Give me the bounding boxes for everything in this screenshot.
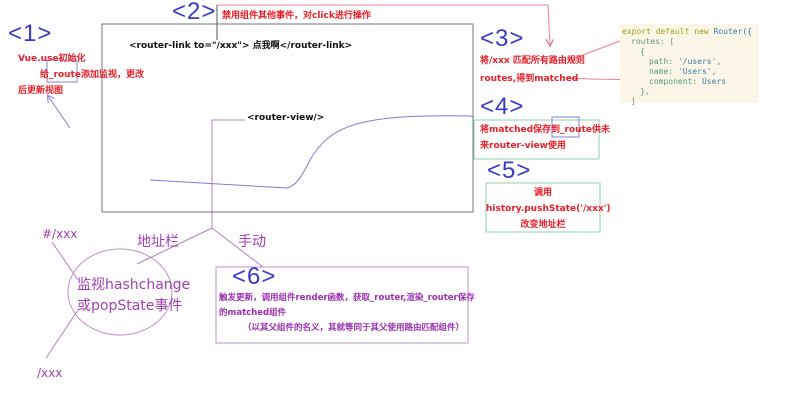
step4-line1: 将matched保存到_route供未 [480,125,610,135]
step4-route-highlight [551,116,580,138]
step1-line3: 后更新视图 [18,86,64,96]
step5-box [485,182,601,233]
step3-arrow-routes [574,38,628,59]
update-curve [149,115,475,189]
step6-box [215,266,469,344]
component-box [101,23,474,213]
update-arrow [48,96,71,129]
step1-label: <1> [8,20,53,47]
step1-text: Vue.use初始化 给_route添加监视，更改 后更新视图 [18,51,144,99]
step4-box [473,119,600,160]
step4-label: <4> [480,93,525,120]
step4-text: 将matched保存到_route供未 来router-view使用 [480,122,610,154]
branch-address-bar [136,227,213,265]
step3-text: 将/xxx 匹配所有路由规则 routes,得到matched [480,53,585,87]
route-highlight-text: _route [49,70,81,80]
address-bar-label: 地址栏 [137,234,179,250]
step2-note: 禁用组件其他事件，对click进行操作 [222,11,371,21]
step1-line2: 给_route添加监视，更改 [40,70,144,80]
event-ellipse [67,248,173,336]
step2-label: <2> [172,0,217,25]
step3-line2: routes,得到matched [480,74,579,84]
route-highlight-text: _route [560,125,592,135]
step3-label: <3> [480,25,525,52]
history-path-label: /xxx [37,366,63,380]
step5-label: <5> [487,157,532,184]
hash-path-label: #/xxx [42,227,78,241]
step3-line1: 将/xxx 匹配所有路由规则 [480,56,585,66]
manual-label: 手动 [238,234,266,250]
router-code: export default new Router({ routes: [ { … [620,24,759,106]
step4-line2: 来router-view使用 [480,141,566,151]
step2-arrow [217,4,550,45]
step6-label: <6> [232,263,277,290]
step1-line1: Vue.use初始化 [18,54,86,64]
step1-route-highlight [46,59,78,83]
router-link-text: <router-link to="/xxx"> 点我啊</router-link… [129,41,353,51]
router-view-text: <router-view/> [247,113,325,123]
step6-text: 触发更新，调用组件render函数，获取_router,渲染_router保存的… [219,293,475,333]
hash-connector [51,241,79,281]
branch-manual [211,227,264,268]
path-connector [45,309,79,359]
